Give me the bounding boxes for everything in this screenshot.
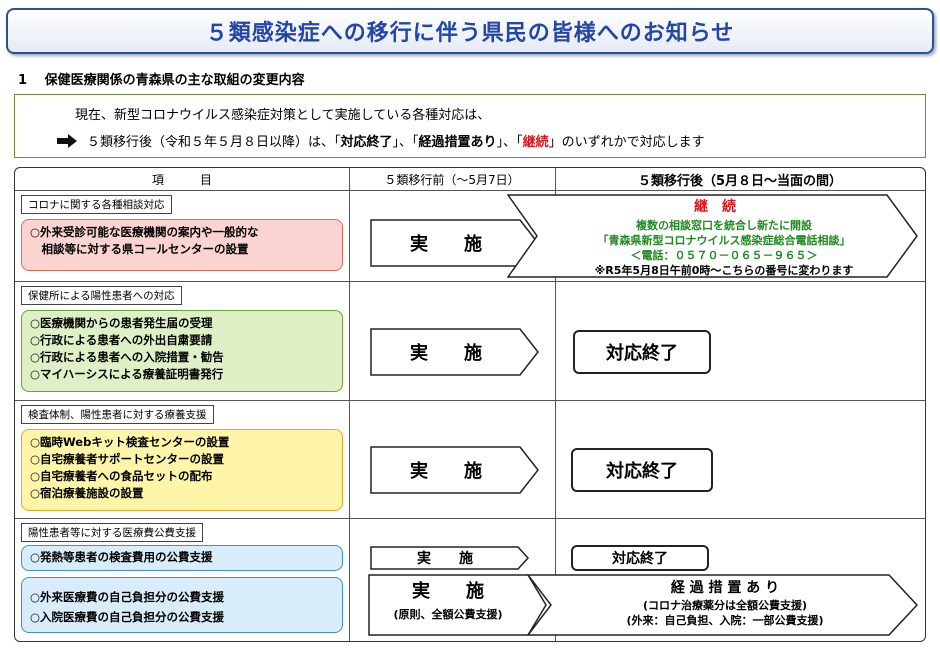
detail-note: ※R5年5月8日午前0時～こちらの番号に変わります	[594, 264, 854, 277]
list-item: ○行政による患者への外出自粛要請	[30, 333, 213, 347]
header-divider	[15, 190, 925, 191]
list-item: ○自宅療養者サポートセンターの設置	[30, 452, 225, 466]
implemented-arrow-shape	[370, 546, 530, 570]
list-item: ○宿泊療養施設の設置	[30, 486, 144, 500]
list-item: ○入院医療費の自己負担分の公費支援	[30, 610, 225, 624]
summary-continue-label: 継続	[522, 135, 549, 150]
list-item: 相談等に対する県コールセンターの設置	[30, 242, 249, 256]
row-divider	[15, 518, 925, 519]
header-item: 項 目	[151, 172, 212, 187]
summary-end-label: 対応終了	[340, 135, 393, 150]
implemented-arrow-shape	[370, 446, 539, 494]
implemented-arrow-shape	[370, 328, 539, 376]
category-tag: コロナに関する各種相談対応	[21, 195, 172, 214]
after-status-ended: 対応終了	[571, 448, 713, 492]
after-transition-details: (コロナ治療薬分は全額公費支援) (外来：自己負担、入院：一部公費支援)	[555, 598, 895, 628]
row-divider	[15, 281, 925, 282]
category-tag: 検査体制、陽性患者に対する療養支援	[21, 405, 214, 424]
category-items-health-center: ○医療機関からの患者発生届の受理 ○行政による患者への外出自粛要請 ○行政による…	[21, 310, 343, 392]
header-after: ５類移行後（5月８日～当面の間）	[637, 173, 843, 189]
implemented-arrow-shape	[368, 574, 547, 636]
detail-line: (外来：自己負担、入院：一部公費支援)	[626, 614, 824, 627]
after-status-ended: 対応終了	[571, 545, 709, 571]
list-item: ○マイハーシスによる療養証明書発行	[30, 367, 224, 381]
after-transition-label: 経 過 措 置 あ り	[670, 580, 780, 596]
summary-line-1: 現在、新型コロナウイルス感染症対策として実施している各種対応は、	[75, 108, 491, 123]
category-tag: 陽性患者等に対する医療費公費支援	[21, 523, 203, 542]
after-continue-details: 複数の相談窓口を統合し新たに開設 「青森県新型コロナウイルス感染症総合電話相談」…	[539, 218, 909, 278]
category-items-consultation: ○外来受診可能な医療機関の案内や一般的な 相談等に対する県コールセンターの設置	[21, 219, 343, 271]
header-before: ５類移行前（～5月7日）	[384, 172, 520, 187]
category-items-medical-cost: ○外来医療費の自己負担分の公費支援 ○入院医療費の自己負担分の公費支援	[21, 577, 343, 633]
category-tag: 保健所による陽性患者への対応	[21, 286, 182, 305]
summary-sep-1: 」、「	[392, 135, 419, 150]
section-heading: 1 保健医療関係の青森県の主な取組の変更内容	[18, 73, 305, 88]
detail-line: 複数の相談窓口を統合し新たに開設	[636, 219, 812, 232]
list-item: ○行政による患者への入院措置・勧告	[30, 350, 224, 364]
before-note: (原則、全額公費支援)	[393, 608, 503, 621]
summary-post: 」のいずれかで対応します	[548, 135, 705, 150]
category-items-fever-test: ○発熱等患者の検査費用の公費支援	[21, 545, 343, 571]
summary-pre: ５類移行後（令和５年５月８日以降）は、「	[87, 135, 341, 150]
list-item: ○自宅療養者への食品セットの配布	[30, 469, 213, 483]
row-divider	[15, 400, 925, 401]
list-item: ○外来医療費の自己負担分の公費支援	[30, 590, 225, 604]
list-item: ○臨時Webキット検査センターの設置	[30, 435, 230, 449]
column-divider	[555, 168, 556, 641]
after-continue-label: 継 続	[694, 199, 736, 215]
after-status-ended: 対応終了	[573, 330, 711, 374]
measures-table: 項 目 ５類移行前（～5月7日） ５類移行後（5月８日～当面の間） コロナに関す…	[14, 167, 926, 642]
before-status: 実 施	[410, 343, 482, 364]
detail-line: ＜電話：０５７０－０６５－９６５＞	[630, 249, 818, 262]
column-divider	[349, 168, 350, 641]
before-status: 実 施	[410, 461, 482, 482]
continue-arrow-shape	[507, 194, 918, 278]
list-item: ○発熱等患者の検査費用の公費支援	[30, 550, 213, 564]
detail-line: 「青森県新型コロナウイルス感染症総合電話相談」	[597, 234, 851, 247]
list-item: ○医療機関からの患者発生届の受理	[30, 316, 213, 330]
category-items-testing: ○臨時Webキット検査センターの設置 ○自宅療養者サポートセンターの設置 ○自宅…	[21, 429, 343, 511]
detail-line: (コロナ治療薬分は全額公費支援)	[642, 599, 808, 612]
before-status: 実 施	[412, 581, 484, 602]
summary-sep-2: 」、「	[496, 135, 523, 150]
before-status: 実 施	[410, 234, 482, 255]
summary-transition-label: 経過措置あり	[418, 135, 497, 150]
list-item: ○外来受診可能な医療機関の案内や一般的な	[30, 225, 259, 239]
before-status: 実 施	[417, 551, 473, 567]
summary-box: 現在、新型コロナウイルス感染症対策として実施している各種対応は、 ５類移行後（令…	[14, 94, 926, 158]
summary-line-2: ５類移行後（令和５年５月８日以降）は、「対応終了」、「経過措置あり」、「継続」の…	[57, 131, 705, 150]
page-title: ５類感染症への移行に伴う県民の皆様へのお知らせ	[6, 8, 934, 54]
transition-arrow-shape	[527, 574, 919, 636]
arrow-right-icon	[57, 133, 77, 148]
